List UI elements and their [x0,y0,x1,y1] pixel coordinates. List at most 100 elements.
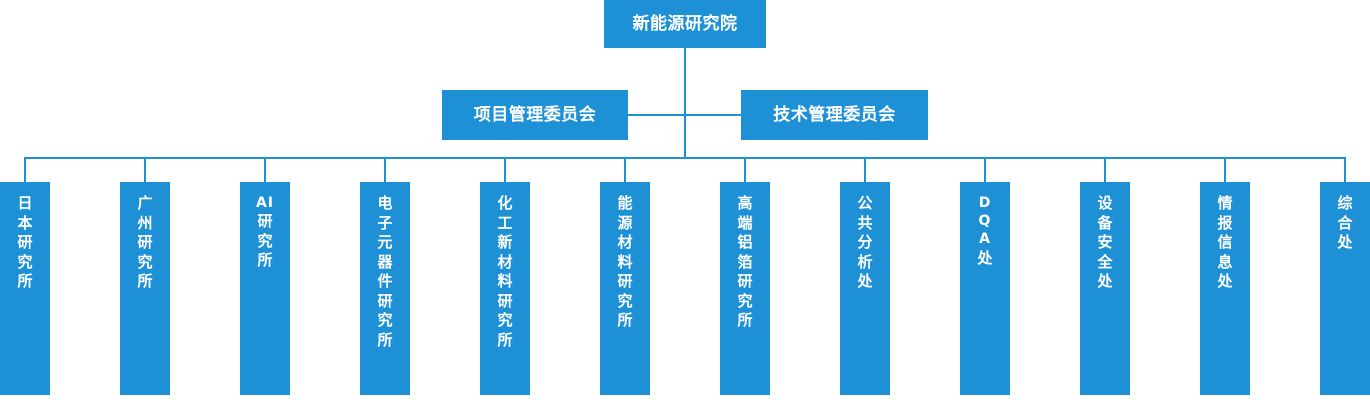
label-char: 息 [1217,252,1233,271]
label-char: D [978,195,992,211]
label-char: 究 [497,311,513,329]
connector-drop-9 [984,157,986,182]
node-department-5-label: 化工新材料研究所 [480,194,530,350]
label-char: 信 [1217,233,1233,251]
connector-drop-5 [504,157,506,182]
connector-drop-12 [1344,157,1346,182]
label-char: 处 [857,272,873,290]
node-department-electronic-components[interactable]: 电子元器件研究所 [360,182,410,395]
connector-drop-6 [624,157,626,182]
label-char: 端 [737,213,753,232]
label-char: 广 [137,194,153,212]
node-department-11-label: 情报信息处 [1200,194,1250,292]
label-char: 能 [617,194,633,212]
label-char: 处 [1097,272,1113,290]
label-char: 全 [1097,252,1113,271]
label-char: 高 [737,194,753,212]
label-char: 所 [737,311,753,329]
node-department-public-analysis[interactable]: 公共分析处 [840,182,890,395]
connector-drop-11 [1224,157,1226,182]
label-char: 化 [497,194,513,212]
label-char: 合 [1337,213,1353,232]
connector-department-bus [25,157,1346,159]
node-department-4-label: 电子元器件研究所 [360,194,410,350]
node-committee-project-management[interactable]: 项目管理委员会 [442,90,628,140]
label-char: 箔 [737,252,753,271]
label-char: 报 [1217,213,1233,232]
label-char: 研 [257,212,273,231]
node-department-high-end-aluminum-foil[interactable]: 高端铝箔研究所 [720,182,770,395]
label-char: 处 [977,248,993,267]
label-char: 日 [17,194,33,212]
connector-root-trunk [684,48,686,159]
node-root-institute[interactable]: 新能源研究院 [604,0,766,48]
node-department-2-label: 广州研究所 [120,194,170,292]
label-char: 州 [137,213,153,232]
label-char: 材 [497,252,513,271]
connector-committee-left [628,114,684,116]
label-char: 究 [737,291,753,310]
label-char: 电 [377,194,393,212]
node-department-japan-research[interactable]: 日本研究所 [0,182,50,395]
label-char: 析 [857,252,873,271]
label-char: 究 [377,311,393,329]
label-char: 研 [497,291,513,310]
node-department-general-affairs[interactable]: 综合处 [1320,182,1370,395]
label-char: 究 [617,291,633,310]
label-char: 共 [857,213,873,232]
label-char: 备 [1097,213,1113,232]
connector-drop-10 [1104,157,1106,182]
connector-drop-4 [384,157,386,182]
connector-drop-2 [144,157,146,182]
node-committee-technical-management[interactable]: 技术管理委员会 [741,90,928,140]
node-department-6-label: 能源材料研究所 [600,194,650,331]
node-committee-left-label: 项目管理委员会 [473,104,597,125]
label-char: 研 [737,272,753,290]
connector-drop-1 [24,157,26,182]
node-department-intelligence-information[interactable]: 情报信息处 [1200,182,1250,395]
label-char: 所 [617,311,633,329]
label-char: 件 [377,272,393,290]
connector-committee-right [684,114,741,116]
label-char: 处 [1337,233,1353,251]
node-department-equipment-safety[interactable]: 设备安全处 [1080,182,1130,395]
label-char: 研 [617,272,633,290]
label-char: 设 [1097,194,1113,212]
node-department-1-label: 日本研究所 [0,194,50,292]
label-char: 研 [137,233,153,251]
connector-drop-3 [264,157,266,182]
node-department-chemical-new-materials[interactable]: 化工新材料研究所 [480,182,530,395]
label-char: 所 [137,272,153,290]
label-char: 公 [857,194,873,212]
label-char: 究 [17,252,33,271]
node-department-7-label: 高端铝箔研究所 [720,194,770,331]
label-char: 新 [497,233,513,251]
node-department-guangzhou-research[interactable]: 广州研究所 [120,182,170,395]
label-char: 综 [1337,194,1353,212]
label-char: 处 [1217,272,1233,290]
label-char: 器 [377,252,393,271]
label-char: 料 [497,272,513,290]
connector-drop-7 [744,157,746,182]
label-char: 所 [257,251,273,270]
connector-drop-8 [864,157,866,182]
label-char: 所 [17,272,33,290]
label-char: 所 [497,330,513,349]
label-char: AI [255,195,275,211]
label-char: 本 [17,213,33,232]
label-char: 元 [377,233,393,251]
label-char: 所 [377,330,393,349]
node-department-10-label: 设备安全处 [1080,194,1130,292]
label-char: 料 [617,252,633,271]
label-char: 究 [137,252,153,271]
label-char: 究 [257,231,273,250]
label-char: 情 [1217,194,1233,212]
node-department-energy-materials[interactable]: 能源材料研究所 [600,182,650,395]
label-char: 材 [617,233,633,251]
label-char: 研 [17,233,33,251]
label-char: 工 [497,213,513,232]
